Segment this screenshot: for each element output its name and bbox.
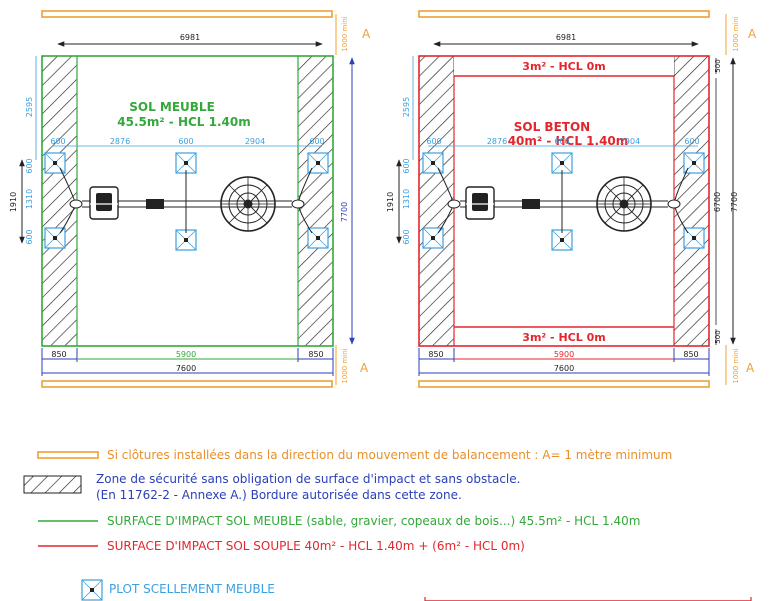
a-label-top: A bbox=[748, 27, 757, 41]
dim-1310: 1310 bbox=[402, 189, 411, 209]
surface-label-1: SOL MEUBLE bbox=[129, 100, 215, 114]
a-label-bottom: A bbox=[746, 361, 755, 375]
total-width-label: 7600 bbox=[176, 364, 196, 373]
dim-1910: 1910 bbox=[9, 192, 18, 212]
legend-symbols bbox=[23, 451, 752, 601]
impact-surface-outline bbox=[418, 55, 710, 347]
impact-surface-outline bbox=[41, 55, 334, 347]
legend-plot-text: PLOT SCELLEMENT MEUBLE bbox=[109, 582, 275, 596]
dim-600-c: 600 bbox=[50, 137, 65, 146]
total-height-label: 7700 bbox=[340, 202, 349, 222]
bottom-fence-bar bbox=[41, 380, 333, 388]
total-height-label: 7700 bbox=[730, 192, 739, 212]
dim-600-b: 600 bbox=[402, 229, 411, 244]
hatched-safety-band-left bbox=[418, 55, 455, 347]
flat-seat-icon bbox=[146, 199, 164, 209]
surface-label-2: 40m² - HCL 1.40m bbox=[508, 134, 629, 148]
right-band-label: 850 bbox=[308, 350, 323, 359]
right-plan: 1000 mini 1000 mini A A 6981 3m² - HCL 0… bbox=[386, 10, 757, 388]
dim-600-a: 600 bbox=[25, 158, 34, 173]
dim-2904: 2904 bbox=[245, 137, 265, 146]
plot-icon bbox=[422, 152, 444, 174]
nest-swing-icon bbox=[596, 176, 652, 232]
plot-icon bbox=[44, 152, 66, 174]
legend-zone-line1: Zone de sécurité sans obligation de surf… bbox=[96, 472, 521, 486]
left-band-label: 850 bbox=[51, 350, 66, 359]
legend-fence-text: Si clôtures installées dans la direction… bbox=[107, 448, 673, 462]
dim-1310: 1310 bbox=[25, 189, 34, 209]
top-zone-label: 3m² - HCL 0m bbox=[522, 60, 605, 73]
total-width-label: 7600 bbox=[554, 364, 574, 373]
legend-zone-line2: (En 11762-2 - Annexe A.) Bordure autoris… bbox=[96, 488, 462, 502]
dim-2595-label: 2595 bbox=[25, 97, 34, 117]
bucket-seat-icon bbox=[89, 186, 119, 220]
legend-green-text: SURFACE D'IMPACT SOL MEUBLE (sable, grav… bbox=[107, 514, 641, 528]
clearance-bottom-label: 1000 mini bbox=[341, 348, 349, 383]
dim-2876: 2876 bbox=[110, 137, 130, 146]
legend-hatch-swatch bbox=[23, 475, 82, 494]
a-label-top: A bbox=[362, 27, 371, 41]
left-plan: 1000 mini 1000 mini A A 6981 SOL MEUBLE … bbox=[9, 10, 371, 388]
bucket-seat-icon bbox=[465, 186, 495, 220]
hatched-safety-band-right bbox=[297, 55, 334, 347]
overall-width-label: 6981 bbox=[180, 33, 200, 42]
surface-label-1: SOL BETON bbox=[514, 120, 590, 134]
inner-width-label: 5900 bbox=[176, 350, 196, 359]
clearance-top-label: 1000 mini bbox=[341, 16, 349, 51]
dim-600-a: 600 bbox=[402, 158, 411, 173]
top-band-label: 500 bbox=[714, 59, 722, 72]
right-band-label: 850 bbox=[683, 350, 698, 359]
nest-swing-icon bbox=[220, 176, 276, 232]
inner-height-label: 6700 bbox=[713, 192, 722, 212]
left-band-label: 850 bbox=[428, 350, 443, 359]
dim-600-c: 600 bbox=[426, 137, 441, 146]
dim-2595-label: 2595 bbox=[402, 97, 411, 117]
top-fence-bar bbox=[41, 10, 333, 18]
flat-seat-icon bbox=[522, 199, 540, 209]
clearance-top-label: 1000 mini bbox=[732, 16, 740, 51]
legend-plot-icon bbox=[81, 579, 103, 601]
bottom-zone-label: 3m² - HCL 0m bbox=[522, 331, 605, 344]
inner-width-label: 5900 bbox=[554, 350, 574, 359]
dim-600-b: 600 bbox=[25, 229, 34, 244]
surface-label-2: 45.5m² - HCL 1.40m bbox=[117, 115, 251, 129]
bottom-band-label: 500 bbox=[714, 330, 722, 343]
dim-1910: 1910 bbox=[386, 192, 395, 212]
clearance-bottom-label: 1000 mini bbox=[732, 348, 740, 383]
dim-600-mid: 600 bbox=[178, 137, 193, 146]
dim-2904: 2904 bbox=[620, 137, 640, 146]
dim-600-mid: 600 bbox=[554, 137, 569, 146]
top-fence-bar bbox=[418, 10, 710, 18]
hatched-safety-band-right bbox=[673, 55, 710, 347]
bottom-fence-bar bbox=[418, 380, 710, 388]
dim-600-right: 600 bbox=[309, 137, 324, 146]
legend-red-text: SURFACE D'IMPACT SOL SOUPLE 40m² - HCL 1… bbox=[107, 539, 525, 553]
a-label-bottom: A bbox=[360, 361, 369, 375]
legend-fence-swatch bbox=[37, 451, 99, 459]
dim-2876: 2876 bbox=[487, 137, 507, 146]
overall-width-label: 6981 bbox=[556, 33, 576, 42]
dim-600-right: 600 bbox=[684, 137, 699, 146]
